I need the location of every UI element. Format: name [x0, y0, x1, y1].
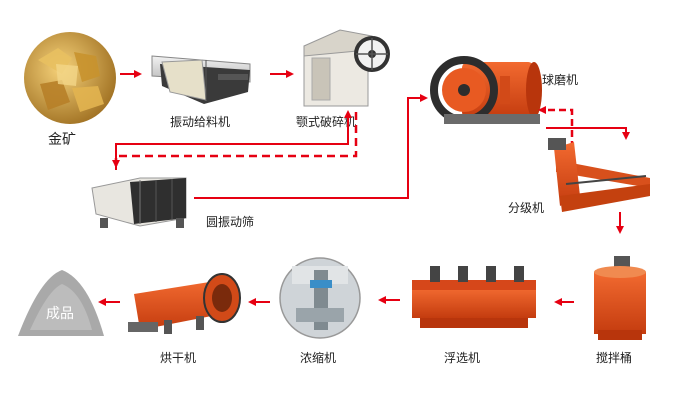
finished-product-pile [18, 270, 104, 336]
flotation-machine-label: 浮选机 [444, 351, 480, 365]
arrow-classifier-to-ball-mill-dashed [538, 106, 574, 148]
ball-mill-image [430, 56, 542, 124]
finished-product-label: 成品 [46, 306, 74, 322]
agitation-tank-label: 搅拌桶 [596, 350, 632, 365]
vibrating-feeder-label: 振动给料机 [170, 115, 230, 129]
dryer-image [128, 273, 241, 334]
vibrating-feeder-image [151, 55, 251, 104]
ball-mill-label: 球磨机 [542, 73, 578, 87]
dryer-label: 烘干机 [160, 351, 196, 365]
gold-ore-image [24, 32, 116, 124]
jaw-crusher-image [303, 29, 390, 107]
vibrating-screen-image [91, 177, 187, 228]
classifier-label: 分级机 [508, 201, 544, 215]
thickener-image [279, 257, 361, 339]
vibrating-screen-label: 圆振动筛 [206, 214, 254, 229]
jaw-crusher-label: 颚式破碎机 [296, 114, 356, 129]
arrow-ball-mill-to-classifier [546, 127, 630, 140]
arrow-screen-to-ball-mill [194, 94, 428, 199]
agitation-tank-image [594, 256, 646, 340]
thickener-label: 浓缩机 [300, 350, 336, 365]
flotation-machine-image [412, 266, 536, 328]
gold-ore-label: 金矿 [48, 132, 76, 148]
arrow-screen-to-crusher [115, 110, 352, 170]
classifier-image [548, 138, 650, 212]
